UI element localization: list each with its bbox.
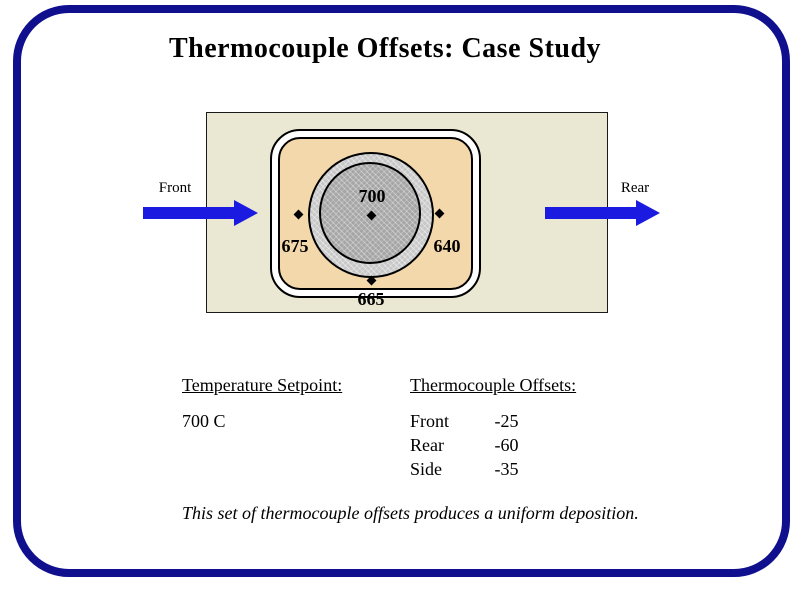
rear-flow-arrow bbox=[545, 207, 637, 219]
reading-right: 640 bbox=[433, 236, 461, 256]
rear-label: Rear bbox=[620, 180, 650, 196]
chamber-diagram: 700 675 640 665 bbox=[206, 112, 608, 313]
offsets-row: Rear -60 bbox=[410, 435, 519, 456]
offset-value: -35 bbox=[494, 459, 519, 479]
offsets-row: Side -35 bbox=[410, 459, 519, 480]
offset-label: Side bbox=[410, 459, 443, 479]
offset-label: Front bbox=[410, 411, 450, 431]
offsets-header: Thermocouple Offsets: bbox=[410, 375, 577, 395]
rear-flow-arrowhead-icon bbox=[636, 200, 660, 226]
offset-label: Rear bbox=[410, 435, 444, 455]
reading-top: 700 bbox=[358, 186, 386, 206]
reading-bottom: 665 bbox=[357, 289, 385, 309]
setpoint-value: 700 C bbox=[182, 411, 226, 431]
front-flow-arrow bbox=[143, 207, 235, 219]
caption-text: This set of thermocouple offsets produce… bbox=[182, 503, 639, 523]
page-title: Thermocouple Offsets: Case Study bbox=[168, 33, 602, 64]
front-flow-arrowhead-icon bbox=[234, 200, 258, 226]
offset-value: -60 bbox=[494, 435, 519, 455]
front-label: Front bbox=[158, 180, 192, 196]
slide-border-frame bbox=[13, 5, 790, 577]
setpoint-header: Temperature Setpoint: bbox=[182, 375, 343, 395]
offset-value: -25 bbox=[494, 411, 519, 431]
offsets-row: Front -25 bbox=[410, 411, 519, 432]
reading-left: 675 bbox=[281, 236, 309, 256]
